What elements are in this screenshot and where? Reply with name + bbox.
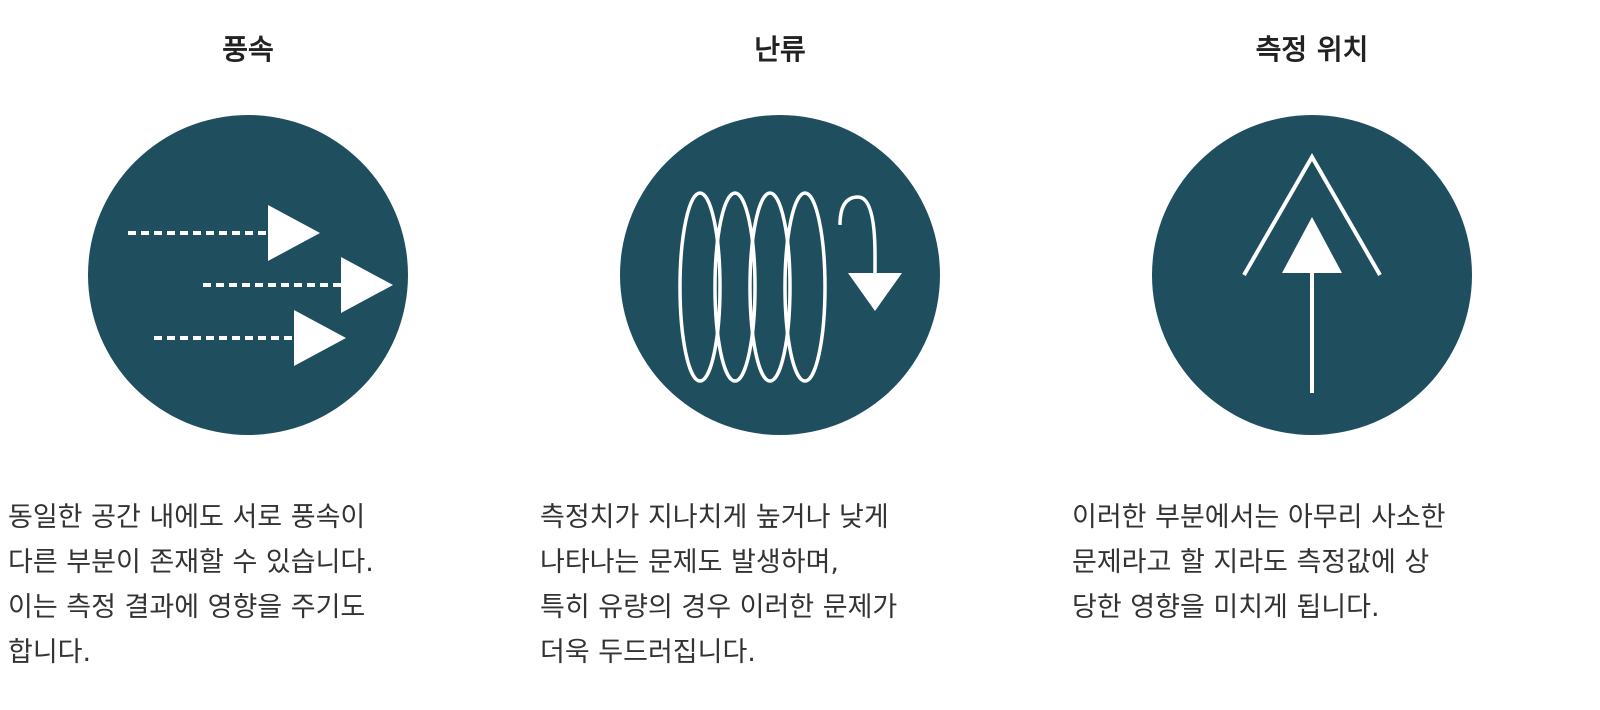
feature-description: 동일한 공간 내에도 서로 풍속이 다른 부분이 존재할 수 있습니다. 이는 …	[8, 502, 374, 668]
icon-circle	[620, 115, 940, 435]
wind-arrows-icon	[88, 105, 408, 445]
feature-description: 이러한 부분에서는 아무리 사소한 문제라고 할 지라도 측정값에 상 당한 영…	[1072, 502, 1446, 623]
feature-description: 측정치가 지나치게 높거나 낮게 나타나는 문제도 발생하며, 특히 유량의 경…	[540, 502, 898, 668]
feature-title: 풍속	[222, 33, 274, 66]
position-arrow-icon	[1152, 105, 1472, 445]
feature-title: 난류	[754, 33, 806, 66]
icon-circle	[88, 115, 408, 435]
feature-title: 측정 위치	[1255, 33, 1369, 66]
turbulence-spiral-icon	[620, 105, 940, 445]
